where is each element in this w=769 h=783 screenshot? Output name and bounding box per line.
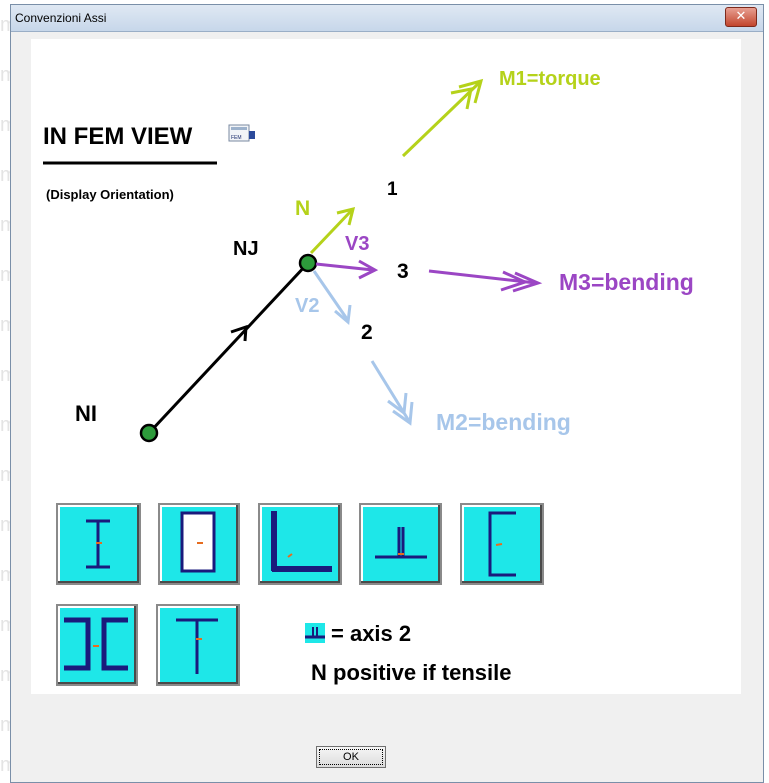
double-channel-icon <box>64 617 128 671</box>
dialog-window: Convenzioni Assi ✕ FEM <box>10 4 764 783</box>
m1-label: M1=torque <box>499 68 601 90</box>
v2-label: V2 <box>295 295 320 317</box>
ni-label: NI <box>75 401 97 426</box>
rect-tube-icon <box>180 511 216 573</box>
axis-2-label: 2 <box>361 321 373 344</box>
t-section-icon <box>176 618 218 674</box>
title-bar[interactable]: Convenzioni Assi ✕ <box>11 5 763 32</box>
element-line <box>147 261 310 435</box>
fem-view-icon: FEM <box>228 124 255 142</box>
fem-icon-text: FEM <box>231 135 242 141</box>
v3-label: V3 <box>345 233 370 255</box>
n-label: N <box>295 197 311 220</box>
axes-diagram-canvas: FEM <box>31 39 741 694</box>
section-t-section[interactable] <box>156 604 240 686</box>
close-icon: ✕ <box>735 9 747 24</box>
axes-diagram: FEM <box>43 78 543 443</box>
i-beam-icon <box>86 519 110 569</box>
axis-2-legend-text: = axis 2 <box>331 621 412 646</box>
m2-bending-arrow <box>370 360 414 426</box>
n-force-arrow <box>309 206 356 255</box>
axis-2-legend-icon <box>305 623 325 643</box>
v2-shear-arrow <box>312 270 352 325</box>
double-angle-icon <box>375 527 427 559</box>
display-orientation-label: (Display Orientation) <box>46 187 174 202</box>
ok-button[interactable]: OK <box>316 746 386 768</box>
page-title: IN FEM VIEW <box>43 123 193 150</box>
section-i-beam[interactable] <box>56 503 141 585</box>
nj-label: NJ <box>233 238 259 260</box>
section-double-channel[interactable] <box>56 604 138 686</box>
section-angle[interactable] <box>258 503 342 585</box>
m2-label: M2=bending <box>436 409 571 435</box>
axis-3-label: 3 <box>397 260 409 283</box>
section-double-angle[interactable] <box>359 503 442 585</box>
section-rect-tube[interactable] <box>158 503 240 585</box>
m3-bending-arrow <box>428 269 543 293</box>
m3-label: M3=bending <box>559 269 694 295</box>
section-channel[interactable] <box>460 503 544 585</box>
channel-icon <box>488 511 516 577</box>
window-title: Convenzioni Assi <box>15 11 107 25</box>
m1-torque-arrow <box>401 78 484 158</box>
v3-shear-arrow <box>315 259 379 280</box>
node-ni <box>139 423 159 443</box>
node-nj <box>298 253 318 273</box>
axis-1-label: 1 <box>387 179 398 200</box>
close-button[interactable]: ✕ <box>725 7 757 27</box>
tensile-note: N positive if tensile <box>311 660 512 685</box>
angle-icon <box>271 511 332 572</box>
element-direction-arrow <box>230 324 248 342</box>
